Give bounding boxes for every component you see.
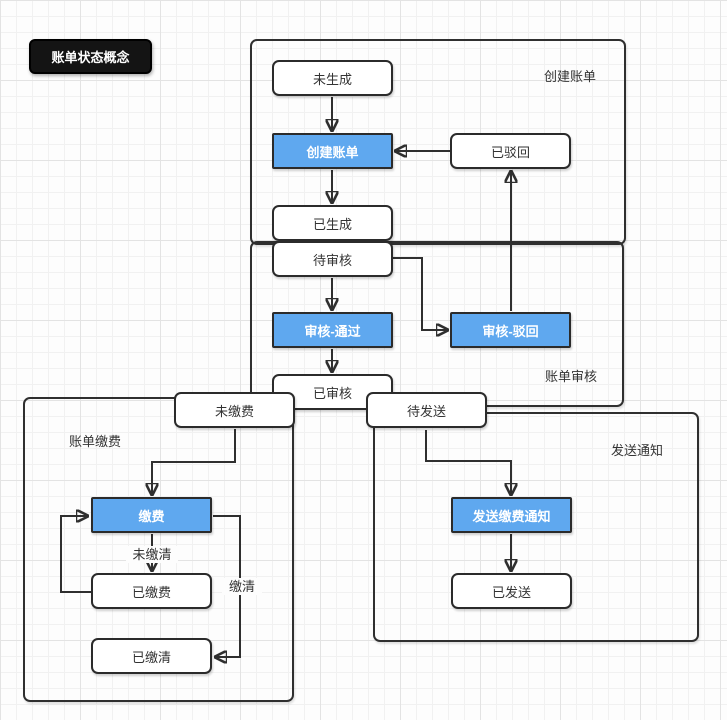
node-pending-review-label: 待审核 [312, 252, 352, 268]
group-bill-payment[interactable]: 账单缴费 [23, 397, 294, 702]
node-sent[interactable]: 已发送 [451, 573, 572, 609]
group-bill-review-label: 账单审核 [544, 369, 597, 384]
node-rejected[interactable]: 已驳回 [450, 133, 571, 169]
node-paid-off[interactable]: 已缴清 [91, 638, 212, 674]
node-paid-off-label: 已缴清 [131, 649, 171, 665]
group-send-notification[interactable]: 发送通知 [373, 412, 699, 642]
group-create-bill-label: 创建账单 [543, 69, 596, 84]
node-generated-label: 已生成 [312, 216, 352, 232]
node-paid-label: 已缴费 [131, 584, 171, 600]
node-sent-label: 已发送 [491, 584, 531, 600]
node-pending-send[interactable]: 待发送 [366, 392, 487, 428]
edge-pending-review-to-review-reject[interactable] [393, 257, 447, 330]
edge-label-not-cleared: 未缴清 [126, 546, 178, 563]
node-create-bill-label: 创建账单 [306, 144, 359, 160]
node-not-generated-label: 未生成 [312, 71, 352, 87]
node-pay[interactable]: 缴费 [91, 497, 212, 533]
group-create-bill[interactable]: 创建账单 [250, 39, 626, 245]
node-review-reject-label: 审核-驳回 [482, 323, 539, 339]
diagram-title-label: 账单状态概念 [51, 50, 130, 65]
node-create-bill[interactable]: 创建账单 [272, 133, 393, 169]
node-rejected-label: 已驳回 [490, 144, 530, 160]
group-bill-payment-label: 账单缴费 [69, 434, 122, 449]
node-send-payment-notice[interactable]: 发送缴费通知 [451, 497, 572, 533]
edge-pending-send-to-send-notice[interactable] [425, 430, 511, 494]
node-paid[interactable]: 已缴费 [91, 573, 212, 609]
edge-label-cleared: 缴清 [222, 578, 262, 595]
node-pay-label: 缴费 [138, 508, 165, 524]
node-review-pass[interactable]: 审核-通过 [272, 312, 393, 348]
node-review-pass-label: 审核-通过 [304, 323, 361, 339]
node-unpaid[interactable]: 未缴费 [174, 392, 295, 428]
node-reviewed-label: 已审核 [312, 385, 352, 401]
node-send-payment-notice-label: 发送缴费通知 [472, 508, 551, 524]
node-pending-send-label: 待发送 [406, 403, 446, 419]
edge-unpaid-to-pay[interactable] [152, 429, 236, 494]
node-not-generated[interactable]: 未生成 [272, 60, 393, 96]
group-send-notification-label: 发送通知 [610, 443, 663, 458]
edge-paid-to-pay[interactable] [60, 516, 91, 593]
diagram-title[interactable]: 账单状态概念 [29, 39, 152, 74]
node-unpaid-label: 未缴费 [214, 403, 254, 419]
node-generated[interactable]: 已生成 [272, 205, 393, 241]
node-pending-review[interactable]: 待审核 [272, 241, 393, 277]
node-review-reject[interactable]: 审核-驳回 [450, 312, 571, 348]
